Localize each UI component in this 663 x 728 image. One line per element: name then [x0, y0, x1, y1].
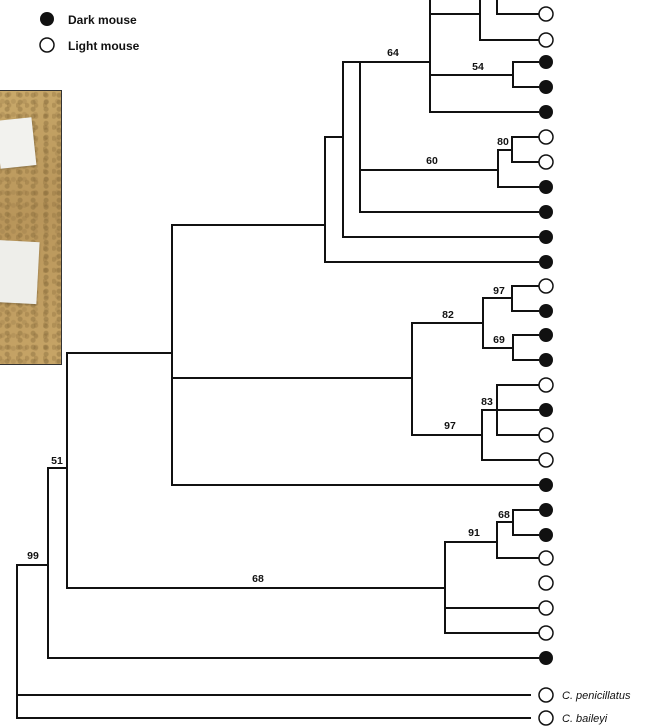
tip-light-marker — [538, 278, 554, 294]
legend-dark-label: Dark mouse — [68, 13, 137, 27]
tip-dark-marker — [539, 328, 553, 342]
support-value: 83 — [481, 396, 493, 408]
outgroup-tips: C. penicillatus C. baileyi — [538, 687, 631, 726]
tip-dark-marker — [539, 478, 553, 492]
support-value: 97 — [444, 420, 456, 432]
tip-dark-marker — [539, 353, 553, 367]
tip-dark-marker — [539, 105, 553, 119]
tip-dark-marker — [539, 304, 553, 318]
legend: Dark mouse Light mouse — [39, 12, 140, 53]
outgroup-label-penicillatus: C. penicillatus — [562, 690, 631, 702]
outgroup-light-marker — [538, 710, 554, 726]
tip-dark-marker — [539, 403, 553, 417]
support-value: 60 — [426, 155, 438, 167]
tip-light-marker — [538, 154, 554, 170]
tip-light-marker — [538, 129, 554, 145]
support-value: 54 — [472, 61, 484, 73]
tip-light-marker — [538, 550, 554, 566]
tip-light-marker — [538, 6, 554, 22]
tip-dark-marker — [539, 255, 553, 269]
tree-branches — [16, 0, 539, 719]
tip-light-marker — [538, 452, 554, 468]
support-value: 64 — [387, 47, 399, 59]
tip-dark-marker — [539, 503, 553, 517]
support-value: 51 — [51, 455, 63, 467]
outgroup-label-baileyi: C. baileyi — [562, 713, 608, 725]
tip-dark-marker — [539, 80, 553, 94]
support-value: 99 — [27, 550, 39, 562]
tip-markers — [538, 6, 554, 665]
support-value: 69 — [493, 334, 505, 346]
legend-light-swatch — [39, 37, 55, 53]
support-value: 68 — [252, 573, 264, 585]
support-value: 97 — [493, 285, 505, 297]
tip-dark-marker — [539, 528, 553, 542]
tip-light-marker — [538, 32, 554, 48]
support-value: 68 — [498, 509, 510, 521]
tip-dark-marker — [539, 180, 553, 194]
legend-light-label: Light mouse — [68, 39, 140, 53]
tip-light-marker — [538, 575, 554, 591]
legend-dark-swatch — [40, 12, 54, 26]
support-value: 91 — [468, 527, 480, 539]
tip-light-marker — [538, 377, 554, 393]
tip-dark-marker — [539, 230, 553, 244]
outgroup-light-marker — [538, 687, 554, 703]
tip-dark-marker — [539, 205, 553, 219]
bootstrap-labels: 64 54 80 60 97 82 69 83 97 68 91 51 68 9… — [27, 47, 510, 585]
tip-dark-marker — [539, 651, 553, 665]
mouse-substrate-photo — [0, 90, 62, 365]
tip-light-marker — [538, 600, 554, 616]
support-value: 80 — [497, 136, 509, 148]
support-value: 82 — [442, 309, 454, 321]
tip-dark-marker — [539, 55, 553, 69]
tip-light-marker — [538, 427, 554, 443]
tip-light-marker — [538, 625, 554, 641]
